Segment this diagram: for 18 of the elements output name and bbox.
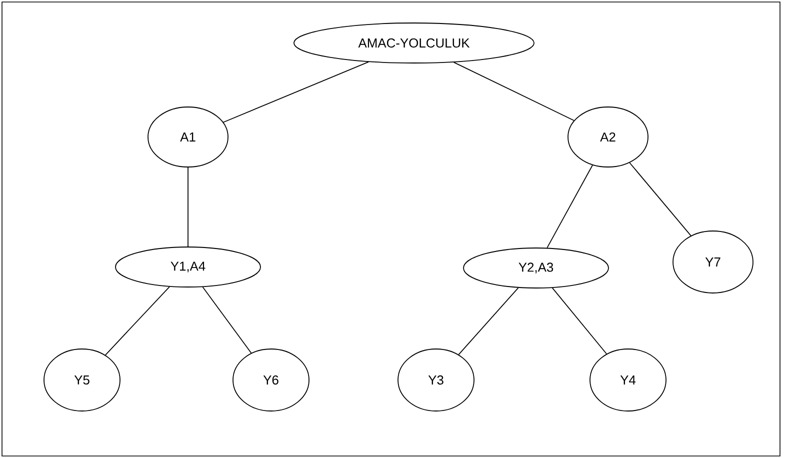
ellipse-node: Y1,A4 (115, 246, 261, 288)
connector-line (202, 286, 252, 354)
ellipse-node: Y4 (590, 348, 666, 412)
connector-line (552, 287, 607, 354)
ellipse-node: Y7 (672, 230, 754, 294)
connector-line (104, 286, 170, 356)
connector-line (222, 61, 369, 123)
ellipse-node: Y5 (44, 348, 120, 412)
connector-line (629, 162, 692, 236)
connector-line (453, 62, 574, 121)
ellipse-node: A2 (568, 106, 648, 168)
connector-line (458, 287, 519, 356)
ellipse-node: Y2,A3 (463, 248, 609, 288)
ellipse-node: Y3 (398, 348, 474, 412)
connector-line (546, 164, 593, 248)
ellipse-node: A1 (148, 106, 228, 168)
ellipse-node: AMAC-YOLCULUK (294, 22, 534, 64)
ellipse-node: Y6 (232, 348, 310, 412)
